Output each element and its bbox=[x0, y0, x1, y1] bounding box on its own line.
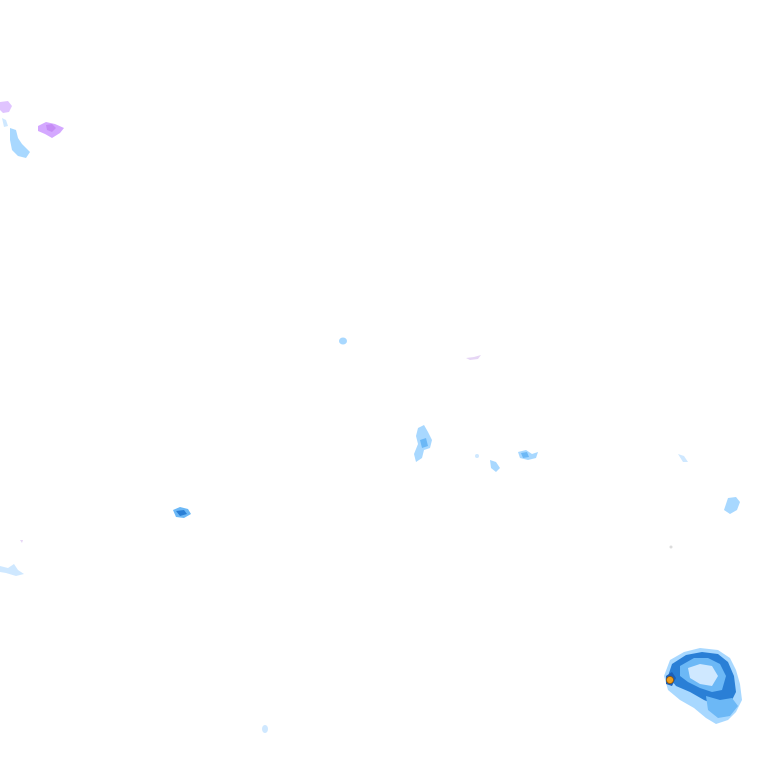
echo-light-6 bbox=[724, 497, 740, 514]
echo-light-1 bbox=[10, 128, 30, 158]
storm-eye bbox=[688, 664, 718, 686]
storm-intense-core bbox=[666, 676, 674, 684]
echo-speck-2 bbox=[669, 545, 673, 549]
echo-very-light-4 bbox=[678, 454, 688, 462]
storm-moderate-tail bbox=[706, 696, 738, 718]
echo-cluster-top-left bbox=[0, 101, 64, 158]
echo-heavy-1 bbox=[176, 510, 187, 516]
echo-mixed-3 bbox=[466, 355, 481, 360]
echo-speck-1 bbox=[20, 540, 23, 543]
echo-very-light-5 bbox=[262, 725, 268, 733]
echo-light-2 bbox=[339, 337, 347, 345]
echo-mixed-1 bbox=[0, 101, 12, 113]
echo-very-light-1 bbox=[2, 118, 8, 127]
echo-cluster-center bbox=[339, 337, 538, 472]
echo-cluster-right bbox=[262, 454, 740, 733]
echo-light-4 bbox=[490, 460, 500, 472]
echo-moderate-1 bbox=[420, 438, 428, 448]
echo-very-light-2 bbox=[475, 454, 479, 458]
storm-cell-bottom-right bbox=[664, 648, 742, 724]
echo-very-light-3 bbox=[0, 564, 24, 576]
echo-moderate-2 bbox=[521, 452, 529, 458]
echo-mixed-2-core bbox=[46, 124, 56, 132]
echo-cluster-left bbox=[0, 507, 191, 576]
